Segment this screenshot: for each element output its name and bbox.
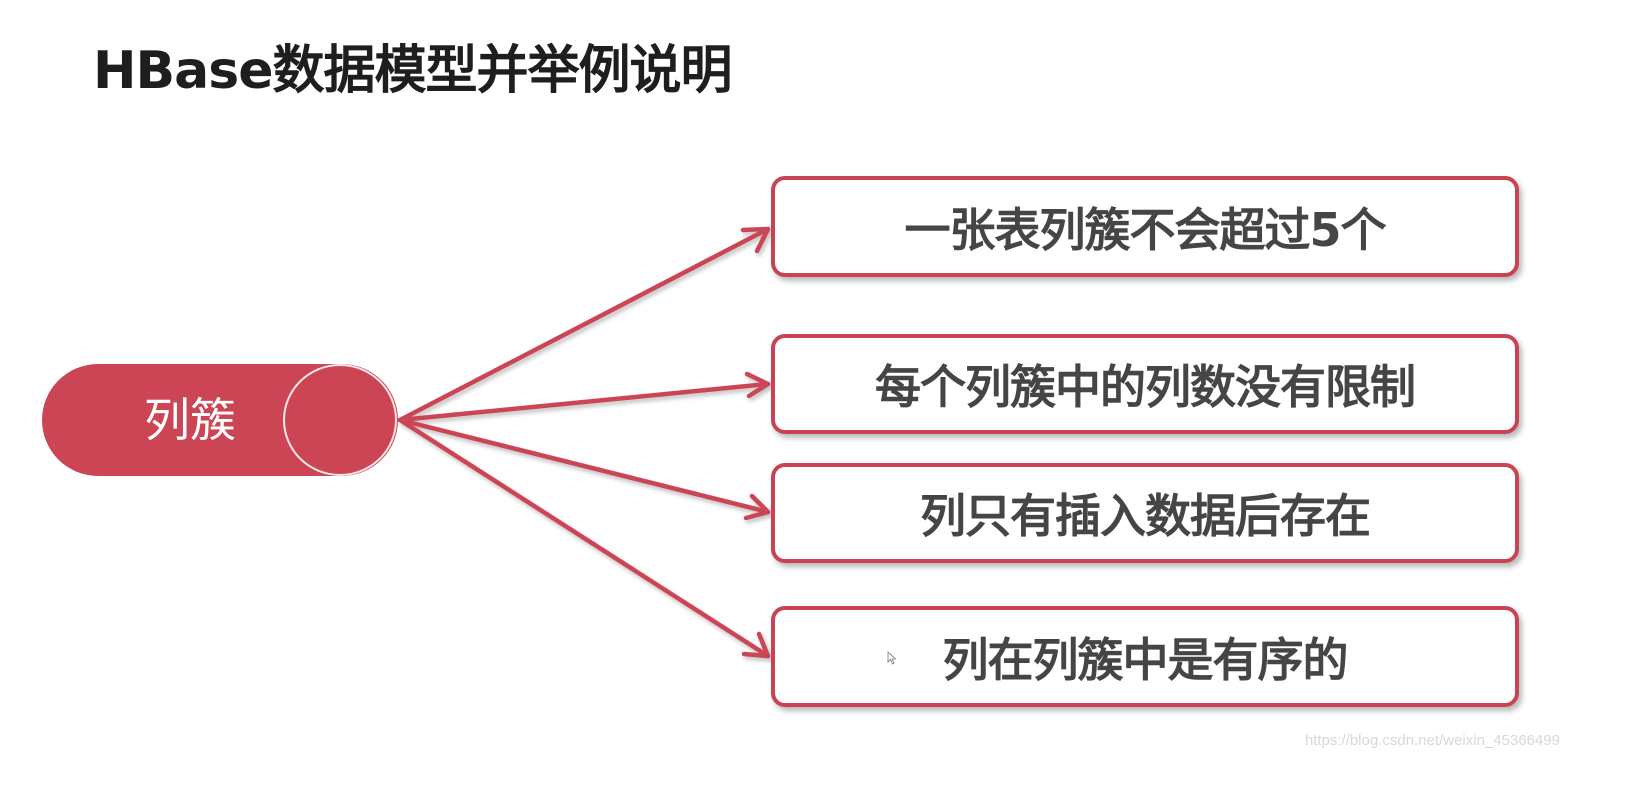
arrow-1 xyxy=(397,226,771,423)
arrow-3 xyxy=(397,417,771,521)
arrow-4 xyxy=(397,417,771,659)
target-box-label: 每个列簇中的列数没有限制 xyxy=(875,360,1416,414)
target-box-label: 一张表列簇不会超过5个 xyxy=(904,202,1386,257)
target-box-1: 一张表列簇不会超过5个 xyxy=(771,176,1519,277)
target-box-3: 列只有插入数据后存在 xyxy=(771,463,1519,563)
mouse-cursor-icon xyxy=(887,651,897,665)
arrow-2 xyxy=(397,371,771,423)
source-node-label: 列簇 xyxy=(144,393,236,447)
target-box-2: 每个列簇中的列数没有限制 xyxy=(771,334,1519,434)
target-box-4: 列在列簇中是有序的 xyxy=(771,606,1519,707)
target-box-label: 列在列簇中是有序的 xyxy=(942,632,1349,687)
watermark: https://blog.csdn.net/weixin_45366499 xyxy=(1304,732,1560,749)
target-box-label: 列只有插入数据后存在 xyxy=(920,489,1371,543)
source-node-circle xyxy=(283,364,397,476)
slide-title: HBase数据模型并举例说明 xyxy=(93,41,732,101)
